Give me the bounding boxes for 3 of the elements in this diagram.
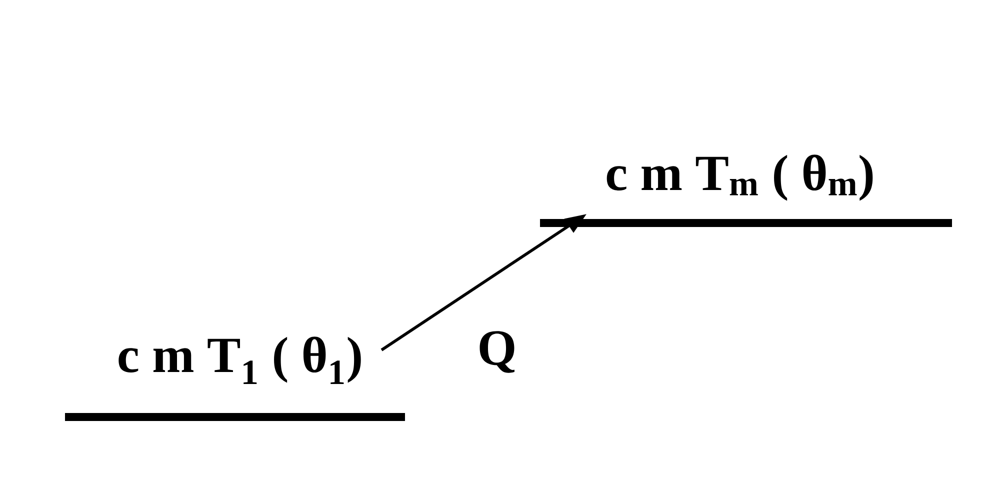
energy-level: c m T$_{m}$ ( θ$_{m}$) [540, 154, 952, 227]
energy-level: c m T$_{1}$ ( θ$_{1}$) [65, 336, 405, 421]
edge-label: Q [476, 330, 518, 374]
